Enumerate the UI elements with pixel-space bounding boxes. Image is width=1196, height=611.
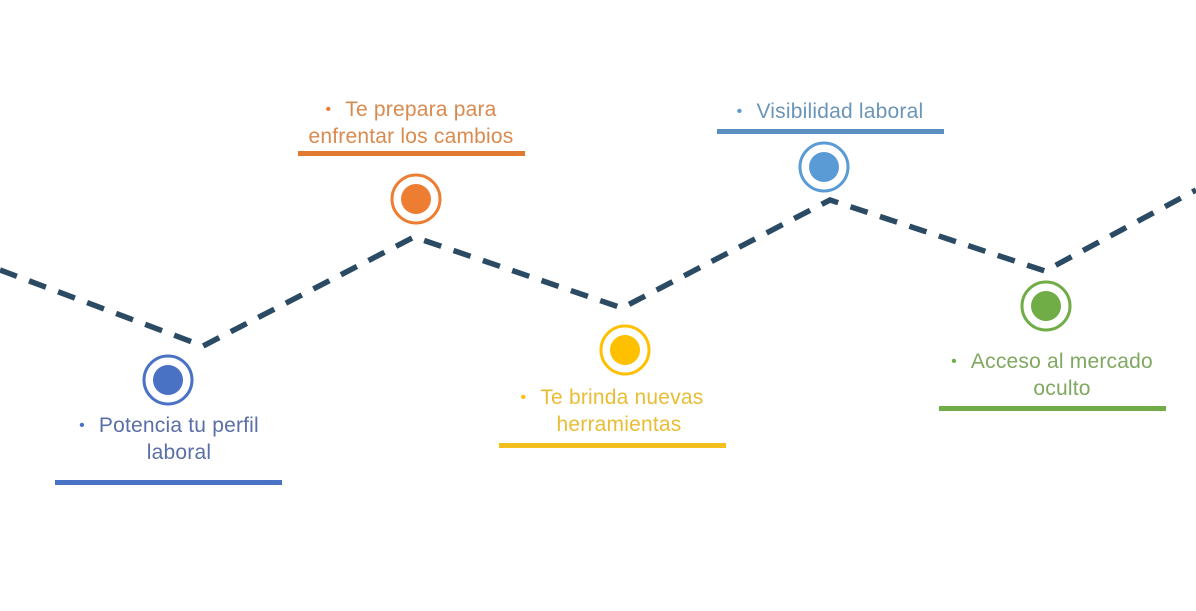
label-line-2: enfrentar los cambios [308,125,514,148]
underline-acceso [939,406,1166,411]
underline-potencia [55,480,282,485]
milestone-marker-visibilidad [798,141,850,193]
dot-icon [1031,291,1061,321]
bullet-icon: • [79,417,85,434]
label-text: Te brinda nuevas [540,386,704,409]
dashed-zigzag-path [0,187,1196,350]
label-line-2: herramientas [556,413,682,436]
underline-brinda [499,443,726,448]
milestone-label-potencia: • Potencia tu perfil laboral [56,412,282,466]
bullet-icon: • [951,353,957,370]
label-text: Visibilidad laboral [756,100,924,123]
dot-icon [809,152,839,182]
dot-icon [610,335,640,365]
dot-icon [401,184,431,214]
milestone-label-brinda: • Te brinda nuevas herramientas [498,384,726,438]
milestone-label-prepara: • Te prepara para enfrentar los cambios [296,96,526,150]
milestone-label-acceso: • Acceso al mercado oculto [938,348,1166,402]
label-line-2: oculto [1033,377,1091,400]
bullet-icon: • [520,389,527,406]
label-line-1: • Potencia tu perfil [56,412,282,439]
bullet-icon: • [325,101,332,118]
label-text: Potencia tu perfil [98,414,259,437]
milestone-label-visibilidad: • Visibilidad laboral [716,98,944,125]
milestone-marker-potencia [142,354,194,406]
underline-prepara [298,151,525,156]
label-line-1: • Visibilidad laboral [716,98,944,125]
label-text: Acceso al mercado [970,350,1153,373]
milestone-marker-brinda [599,324,651,376]
label-line-1: • Te prepara para [296,96,526,123]
bullet-icon: • [736,103,743,120]
milestone-marker-prepara [390,173,442,225]
label-line-1: • Acceso al mercado [938,348,1166,375]
label-line-1: • Te brinda nuevas [498,384,726,411]
label-line-2: laboral [146,441,212,464]
underline-visibilidad [717,129,944,134]
milestone-marker-acceso [1020,280,1072,332]
dot-icon [153,365,183,395]
label-text: Te prepara para [345,98,497,121]
